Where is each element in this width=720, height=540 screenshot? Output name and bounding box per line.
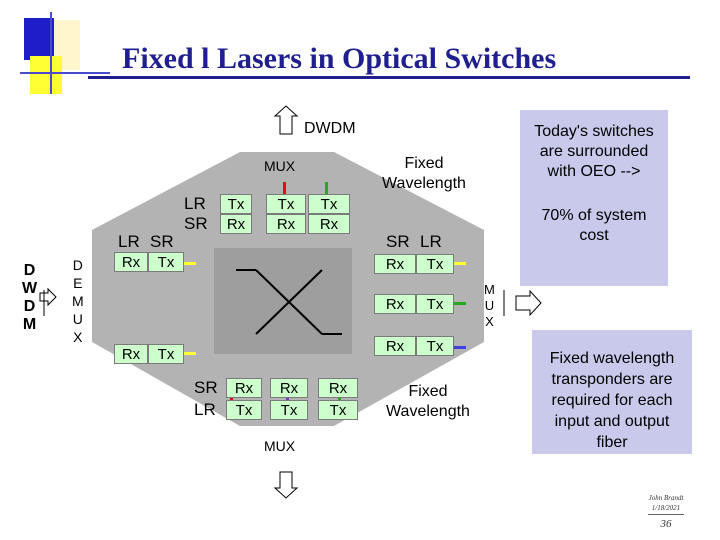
tx-box: Tx <box>416 294 454 314</box>
tx-box: Tx <box>318 400 358 420</box>
title-underline <box>88 76 690 79</box>
demux-letter: U <box>72 311 83 327</box>
fixed-wavelength-top: Fixed Wavelength <box>382 155 466 192</box>
mux-bottom-label: MUX <box>264 438 296 454</box>
dwdm-letter: M <box>22 316 37 333</box>
page-number: 36 <box>660 518 672 530</box>
mux-letter: U <box>484 298 495 313</box>
sr-label-right: SR <box>386 232 410 251</box>
lr-label-bottom: LR <box>194 400 216 419</box>
rx-box: Rx <box>220 214 252 234</box>
rx-box: Rx <box>308 214 350 234</box>
footer-rule <box>648 514 684 515</box>
stub-yellow-right <box>452 262 466 265</box>
rx-box: Rx <box>374 294 416 314</box>
rx-box: Rx <box>266 214 306 234</box>
tx-box: Tx <box>148 252 184 272</box>
tx-box: Tx <box>270 400 308 420</box>
dwdm-up-arrow-icon <box>273 105 299 135</box>
dwdm-left-arrow-icon <box>39 287 57 307</box>
stub-yellow-left <box>182 262 196 265</box>
tx-box: Tx <box>148 344 184 364</box>
rx-box: Rx <box>270 378 308 398</box>
lr-label-left: LR <box>118 232 140 251</box>
tx-box: Tx <box>266 194 306 214</box>
transponder-note-text: Fixed wavelength transponders are requir… <box>549 350 675 451</box>
mux-right-arrow-icon <box>515 289 542 317</box>
stub-yellow-left2 <box>182 352 196 355</box>
tx-box: Tx <box>220 194 252 214</box>
sr-label-left: SR <box>150 232 174 251</box>
stub-green-right <box>444 302 466 305</box>
tx-box: Tx <box>416 254 454 274</box>
demux-vertical-label: D E M U X <box>72 256 84 346</box>
tx-box: Tx <box>308 194 350 214</box>
footer-date: 1/18/2021 <box>651 504 681 512</box>
slide-title: Fixed l Lasers in Optical Switches <box>122 42 557 75</box>
system-cost-note-text: 70% of system cost <box>541 207 647 244</box>
dwdm-letter: W <box>22 280 38 297</box>
demux-letter: D <box>72 257 83 273</box>
demux-letter: E <box>73 275 83 291</box>
sr-label-bottom: SR <box>194 378 218 397</box>
oeo-note: Today's switches are surrounded with OEO… <box>520 110 668 286</box>
tx-box: Tx <box>226 400 262 420</box>
rx-box: Rx <box>114 344 148 364</box>
footer-author: John Brandt <box>648 494 684 502</box>
dwdm-letter: D <box>23 262 36 279</box>
mux-letter: M <box>484 282 495 297</box>
fixed-wavelength-bottom: Fixed Wavelength <box>386 383 470 420</box>
dwdm-vertical-label: D W D M <box>22 262 37 334</box>
switch-core <box>214 248 352 354</box>
sr-label-top: SR <box>184 214 208 233</box>
stub-green-top <box>325 182 328 194</box>
mux-letter: X <box>485 314 494 329</box>
decor-square-yellow <box>30 56 62 94</box>
rx-box: Rx <box>318 378 358 398</box>
lr-label-right: LR <box>420 232 442 251</box>
oeo-note-text: Today's switches are surrounded with OEO… <box>534 123 654 180</box>
dwdm-label: DWDM <box>304 120 356 137</box>
tx-box: Tx <box>416 336 454 356</box>
mux-down-arrow-icon <box>273 471 299 499</box>
cross-line-b <box>255 269 323 335</box>
stub-blue-right <box>444 346 466 349</box>
rx-box: Rx <box>114 252 148 272</box>
rx-box: Rx <box>374 254 416 274</box>
demux-letter: X <box>73 329 83 345</box>
stub-red-top <box>283 182 286 194</box>
decor-horizontal-line <box>20 72 110 74</box>
mux-vertical-label: M U X <box>484 282 495 330</box>
transponder-note: Fixed wavelength transponders are requir… <box>532 330 692 454</box>
decor-vertical-line <box>50 12 52 94</box>
lr-label-top: LR <box>184 194 206 213</box>
dwdm-letter: D <box>23 298 36 315</box>
decor-square-blue <box>24 18 54 60</box>
mux-top-label: MUX <box>264 158 296 174</box>
demux-letter: M <box>72 293 84 309</box>
rx-box: Rx <box>226 378 262 398</box>
rx-box: Rx <box>374 336 416 356</box>
